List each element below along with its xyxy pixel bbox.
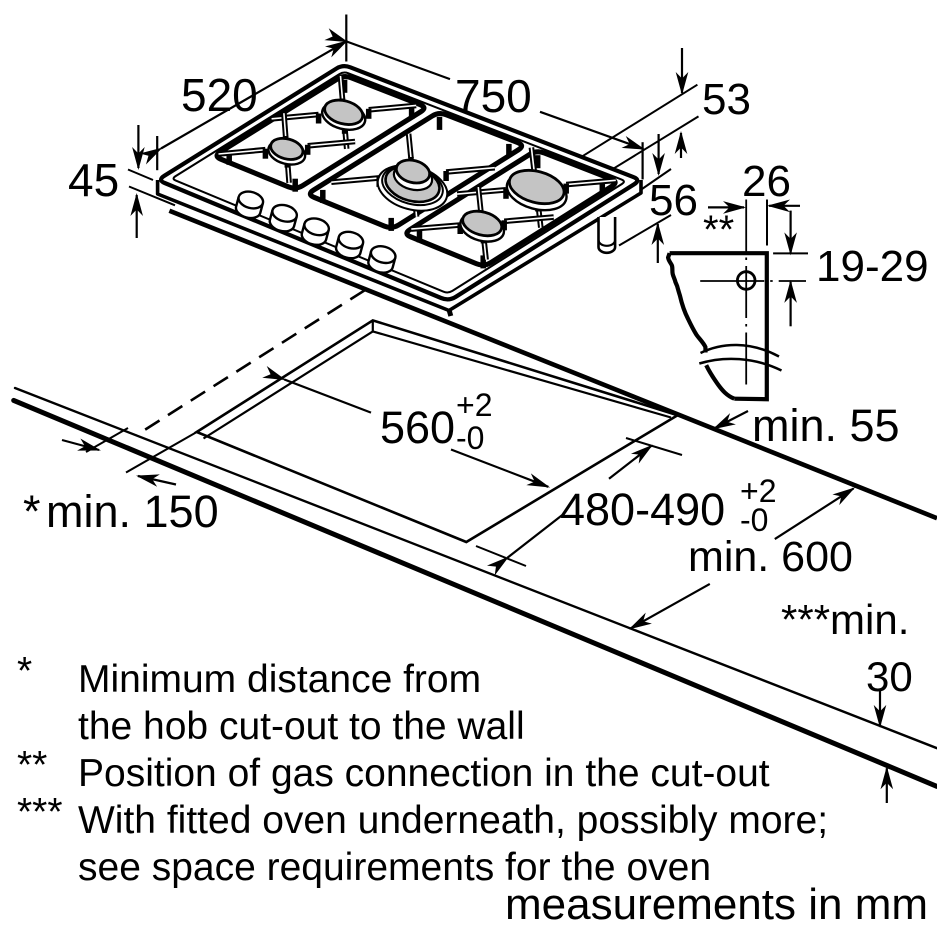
svg-text:***min.: ***min. <box>781 596 909 643</box>
svg-text:480-490: 480-490 <box>560 484 725 535</box>
svg-text:53: 53 <box>702 75 751 124</box>
svg-text:45: 45 <box>68 154 119 206</box>
svg-text:**: ** <box>703 208 734 252</box>
svg-text:30: 30 <box>866 653 913 700</box>
svg-text:min. 55: min. 55 <box>752 400 900 451</box>
svg-text:*: * <box>17 650 32 693</box>
svg-text:+2: +2 <box>740 473 776 509</box>
svg-text:Position of gas connection in: Position of gas connection in the cut-ou… <box>78 752 770 795</box>
svg-text:520: 520 <box>181 69 258 121</box>
svg-text:-0: -0 <box>456 420 484 456</box>
svg-text:measurements in mm: measurements in mm <box>505 880 928 929</box>
svg-text:**: ** <box>17 744 47 787</box>
svg-text:min. 600: min. 600 <box>688 533 853 581</box>
svg-text:-0: -0 <box>740 502 768 538</box>
svg-text:26: 26 <box>742 157 791 206</box>
svg-text:19-29: 19-29 <box>816 242 929 291</box>
svg-text:56: 56 <box>649 176 698 225</box>
svg-text:the hob cut-out to the wall: the hob cut-out to the wall <box>78 705 525 748</box>
svg-text:*: * <box>23 486 41 537</box>
svg-text:+2: +2 <box>456 387 492 423</box>
svg-text:Minimum distance from: Minimum distance from <box>78 658 481 701</box>
svg-text:With fitted oven underneath, p: With fitted oven underneath, possibly mo… <box>78 799 828 842</box>
svg-text:560: 560 <box>380 402 455 453</box>
svg-text:min. 150: min. 150 <box>46 486 219 537</box>
svg-text:see space requirements for the: see space requirements for the oven <box>78 846 711 889</box>
svg-text:***: *** <box>17 791 63 834</box>
